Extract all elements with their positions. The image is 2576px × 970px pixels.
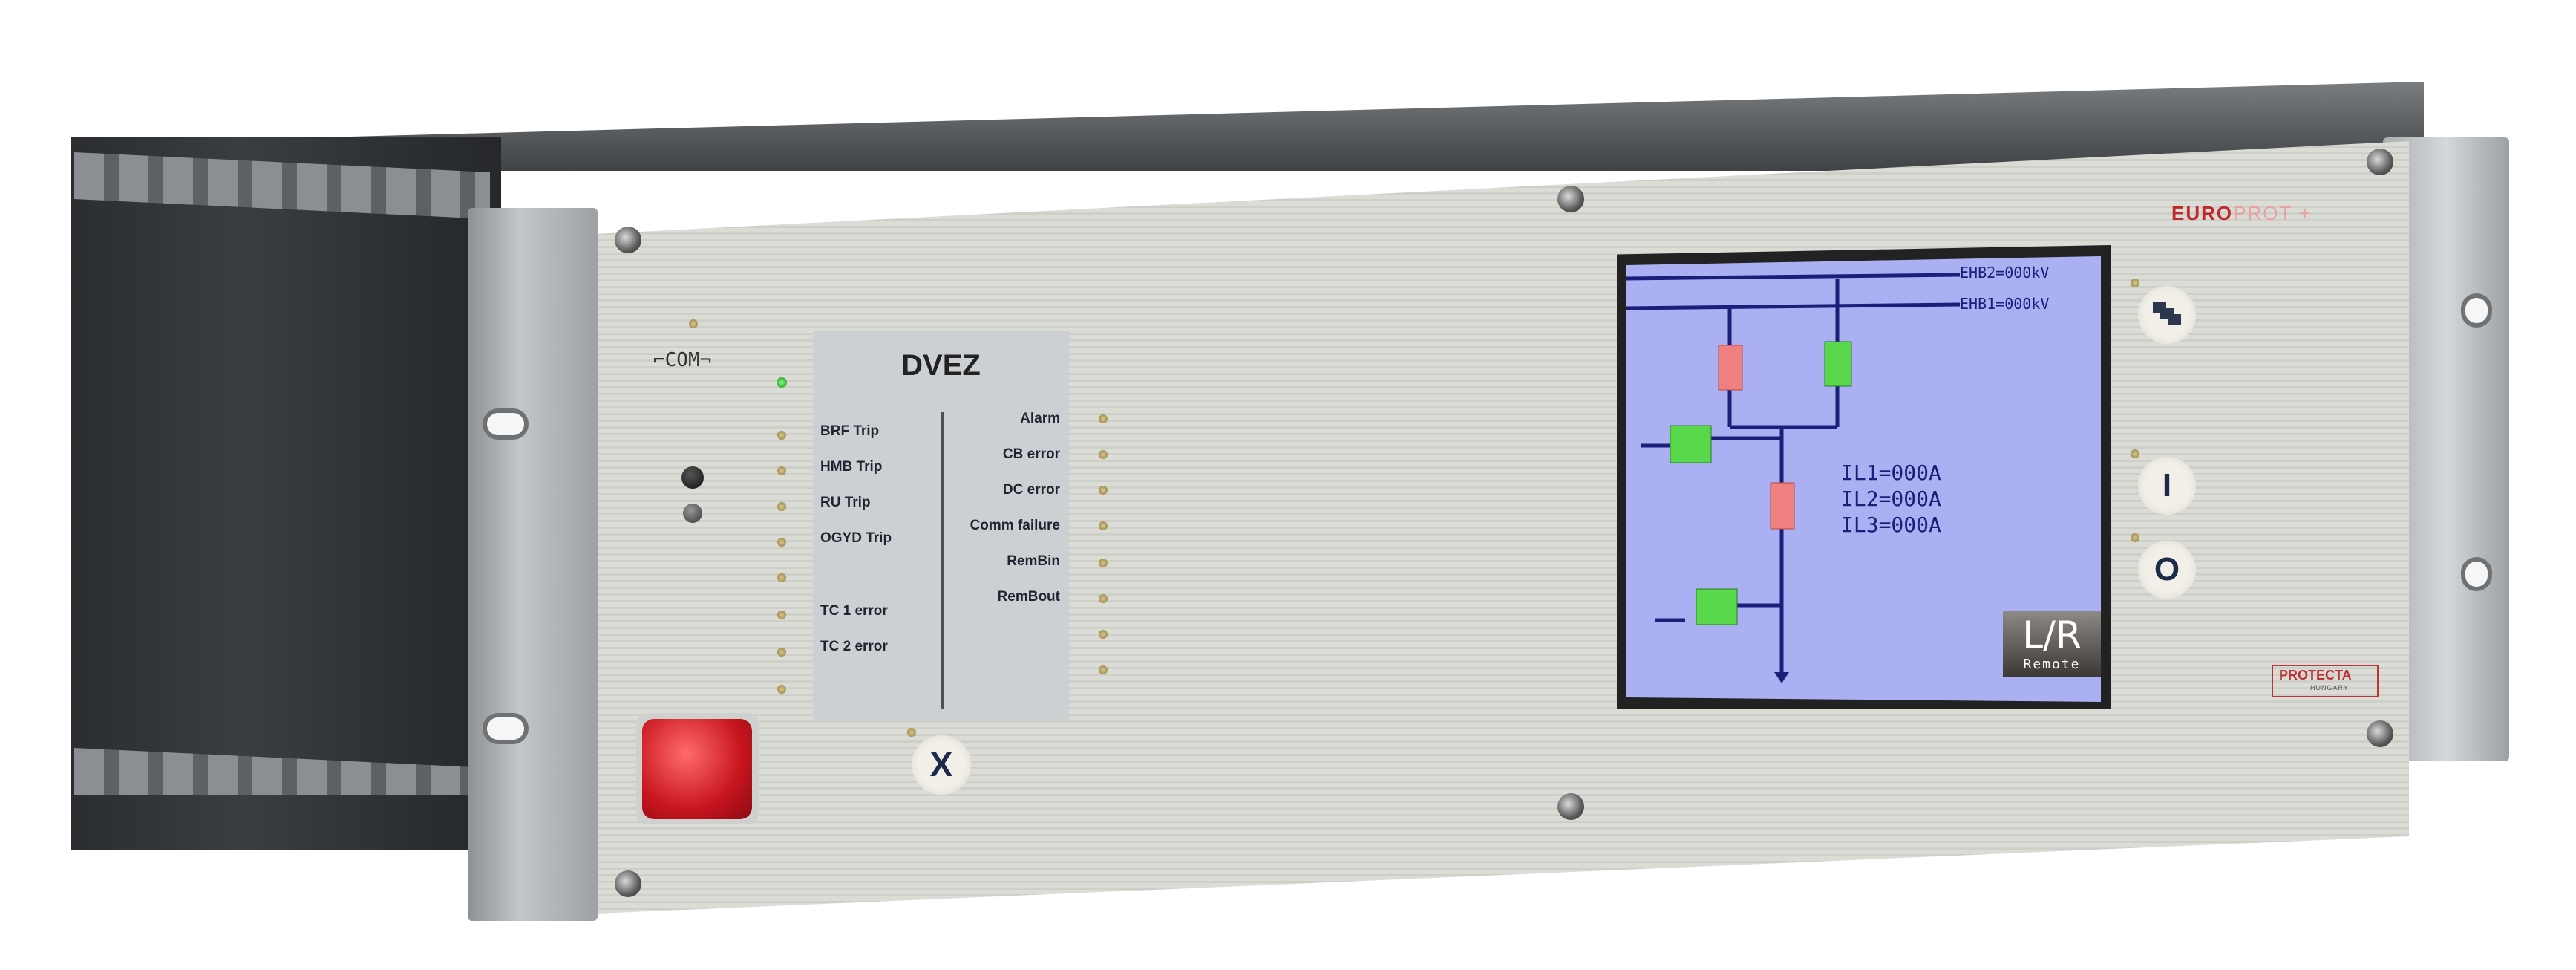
- mounting-hole: [483, 713, 529, 744]
- led-label-hmb-trip: HMB Trip: [820, 459, 883, 475]
- menu-led: [2131, 279, 2139, 287]
- close-command-button[interactable]: I: [2138, 457, 2196, 515]
- current-il3: IL3=000A: [1841, 512, 1941, 537]
- led-label-cb-error: CB error: [1002, 446, 1060, 462]
- status-led: [1099, 521, 1108, 530]
- led-label-comm-failure: Comm failure: [970, 518, 1060, 533]
- local-remote-label: L/R: [2022, 613, 2082, 657]
- screw-icon: [615, 227, 641, 253]
- manufacturer-country: HUNGARY: [2310, 684, 2349, 691]
- led-label-brf-trip: BRF Trip: [820, 423, 880, 439]
- led-label-ogyd-trip: OGYD Trip: [820, 530, 892, 546]
- current-il1: IL1=000A: [1841, 460, 1941, 485]
- brand-logo: EUROPROT +: [2171, 202, 2394, 229]
- mounting-hole: [483, 408, 529, 440]
- left-mounting-flange: [468, 208, 598, 921]
- led-label-tc1-error: TC 1 error: [820, 603, 888, 619]
- status-led: [777, 431, 786, 440]
- rack-side-panel: [71, 137, 501, 850]
- com-port[interactable]: [683, 504, 702, 523]
- open-command-button[interactable]: O: [2138, 541, 2196, 599]
- windows-icon: [2153, 302, 2181, 326]
- com-text: COM: [664, 349, 700, 371]
- single-line-diagram: [1626, 273, 1961, 683]
- com-led: [689, 319, 698, 328]
- current-il2: IL2=000A: [1841, 486, 1941, 511]
- busbar2-voltage: EHB2=000kV: [1960, 264, 2050, 281]
- led-label-ru-trip: RU Trip: [820, 495, 871, 510]
- mounting-hole: [2461, 293, 2492, 328]
- off-led: [2131, 533, 2139, 542]
- led-label-card: DVEZ BRF Trip HMB Trip RU Trip OGYD Trip…: [813, 331, 1069, 720]
- status-led: [1099, 486, 1108, 495]
- earth-switch-icon: [1696, 588, 1738, 625]
- status-led: [1099, 559, 1108, 567]
- reset-button[interactable]: [642, 719, 752, 819]
- status-led: [1099, 414, 1108, 423]
- com-button[interactable]: [681, 466, 704, 489]
- on-led: [2131, 449, 2139, 458]
- led-label-rembin: RemBin: [1007, 553, 1060, 569]
- busbar1-voltage: EHB1=000kV: [1960, 295, 2050, 313]
- brand-euro: EURO: [2171, 202, 2234, 224]
- status-led: [1099, 630, 1108, 639]
- local-remote-indicator[interactable]: L/R Remote: [2003, 611, 2101, 677]
- screw-icon: [2367, 720, 2393, 747]
- clear-led: [907, 728, 916, 737]
- reset-button-housing: [636, 713, 759, 824]
- menu-button[interactable]: [2138, 286, 2196, 344]
- status-led: [777, 502, 786, 511]
- status-led-green: [777, 377, 787, 388]
- led-label-dc-error: DC error: [1002, 482, 1060, 498]
- led-label-rembout: RemBout: [997, 589, 1060, 605]
- screw-icon: [1557, 186, 1584, 212]
- status-led: [1099, 450, 1108, 459]
- status-led: [1099, 665, 1108, 674]
- status-led: [777, 648, 786, 657]
- status-led: [777, 611, 786, 619]
- off-label: O: [2154, 551, 2180, 587]
- status-led: [777, 685, 786, 694]
- clear-label: X: [929, 745, 953, 784]
- device-type-title: DVEZ: [901, 349, 981, 382]
- status-led: [777, 466, 786, 475]
- clear-button[interactable]: X: [912, 735, 971, 795]
- screw-icon: [2367, 149, 2393, 175]
- com-label: ⌐COM¬: [653, 349, 712, 371]
- card-divider: [941, 412, 944, 709]
- led-label-alarm: Alarm: [1020, 411, 1060, 426]
- status-led: [1099, 594, 1108, 603]
- breaker-open-icon: [1718, 345, 1743, 391]
- on-label: I: [2162, 467, 2172, 504]
- status-led: [777, 573, 786, 582]
- manufacturer-name: PROTECTA: [2279, 668, 2352, 683]
- earth-switch-icon: [1670, 425, 1712, 463]
- mounting-hole: [2461, 557, 2492, 591]
- manufacturer-logo: PROTECTA HUNGARY: [2272, 665, 2379, 697]
- switch-closed-icon: [1824, 341, 1852, 387]
- screw-icon: [615, 870, 641, 897]
- screw-icon: [1557, 793, 1584, 820]
- breaker-open-icon: [1770, 482, 1795, 530]
- mode-remote-label: Remote: [2023, 657, 2081, 672]
- status-led: [777, 538, 786, 547]
- led-label-tc2-error: TC 2 error: [820, 639, 888, 654]
- brand-prot: PROT +: [2233, 202, 2312, 224]
